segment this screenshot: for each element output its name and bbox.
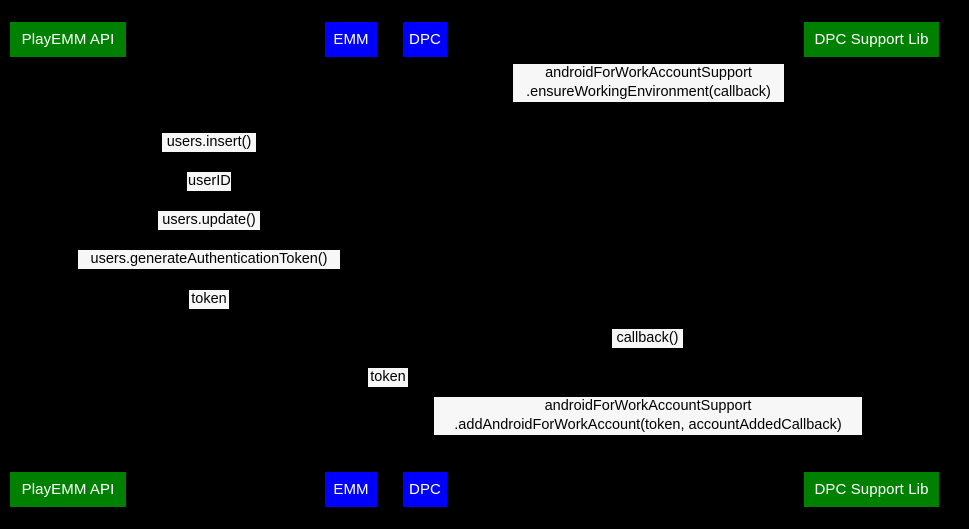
- message-line-users-update: [68, 206, 351, 207]
- participant-footer-dpc[interactable]: DPC: [403, 472, 447, 507]
- message-label-generate-authentication-token: users.generateAuthenticationToken(): [78, 250, 340, 269]
- participant-label: EMM: [333, 481, 369, 498]
- message-line-1: users.insert(): [166, 134, 252, 150]
- message-line-generate-authentication-token: [68, 245, 351, 246]
- message-line-1: token: [191, 291, 227, 307]
- participant-label: EMM: [333, 31, 369, 48]
- message-line-1: callback(): [616, 330, 679, 346]
- message-label-token-to-dpc: token: [368, 368, 408, 387]
- message-line-2: .ensureWorkingEnvironment(callback): [526, 84, 771, 100]
- message-line-1: users.generateAuthenticationToken(): [90, 251, 328, 267]
- message-line-add-android-for-work-account: [425, 393, 871, 394]
- participant-label: PlayEMM API: [21, 481, 115, 498]
- message-label-add-android-for-work-account: androidForWorkAccountSupport .addAndroidF…: [434, 397, 862, 435]
- participant-header-dpc[interactable]: DPC: [403, 22, 447, 57]
- message-line-1: androidForWorkAccountSupport: [544, 398, 752, 414]
- message-line-callback: [425, 324, 871, 325]
- lifeline-playemm-api: [68, 57, 69, 472]
- lifeline-dpc: [425, 57, 426, 472]
- message-label-users-insert: users.insert(): [162, 133, 256, 152]
- message-label-user-id: userID: [187, 172, 231, 191]
- participant-header-emm[interactable]: EMM: [325, 22, 377, 57]
- message-line-token-to-emm: [68, 285, 351, 286]
- participant-footer-emm[interactable]: EMM: [325, 472, 377, 507]
- participant-label: DPC Support Lib: [814, 31, 929, 48]
- message-line-users-insert: [68, 128, 351, 129]
- participant-label: DPC: [409, 31, 441, 48]
- message-label-token-to-emm: token: [189, 290, 229, 309]
- message-line-2: .addAndroidForWorkAccount(token, account…: [454, 417, 842, 433]
- message-line-user-id: [68, 167, 351, 168]
- participant-footer-playemm-api[interactable]: PlayEMM API: [10, 472, 126, 507]
- lifeline-emm: [351, 57, 352, 472]
- participant-label: DPC Support Lib: [814, 481, 929, 498]
- message-line-1: users.update(): [162, 212, 256, 228]
- message-label-users-update: users.update(): [158, 211, 260, 230]
- message-line-token-to-dpc: [351, 363, 425, 364]
- message-line-ensure-working-environment: [425, 60, 871, 61]
- participant-header-playemm-api[interactable]: PlayEMM API: [10, 22, 126, 57]
- message-line-1: androidForWorkAccountSupport: [545, 65, 752, 81]
- message-line-1: token: [370, 369, 406, 385]
- lifeline-dpc-support-lib: [871, 57, 872, 472]
- participant-label: DPC: [409, 481, 441, 498]
- participant-header-dpc-support-lib[interactable]: DPC Support Lib: [804, 22, 939, 57]
- message-line-1: userID: [188, 173, 231, 189]
- message-label-callback: callback(): [612, 329, 683, 348]
- participant-label: PlayEMM API: [21, 31, 115, 48]
- participant-footer-dpc-support-lib[interactable]: DPC Support Lib: [804, 472, 939, 507]
- message-label-ensure-working-environment: androidForWorkAccountSupport .ensureWorki…: [513, 64, 784, 102]
